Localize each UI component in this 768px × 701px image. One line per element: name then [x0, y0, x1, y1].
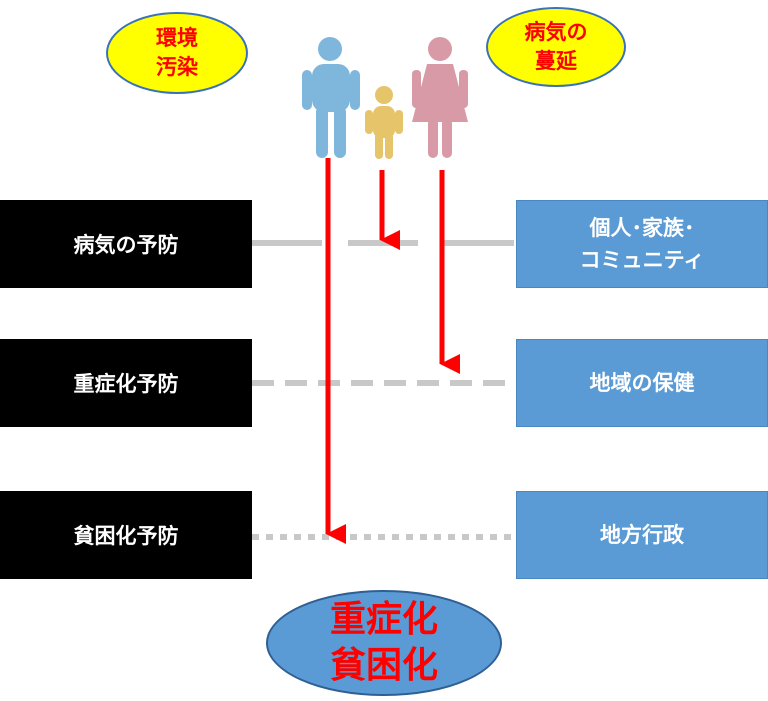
result-line-2: 貧困化	[329, 645, 438, 686]
actor-line-1: 地域の保健	[589, 371, 695, 395]
level-label: 貧困化予防	[73, 524, 179, 548]
man-icon	[302, 37, 360, 158]
actor-line-1: 個人･家族･	[589, 216, 695, 240]
severity-prevention-box: 重症化予防	[0, 339, 252, 427]
disease-prevention-box: 病気の予防	[0, 200, 252, 288]
environmental-pollution-bubble: 環境 汚染	[106, 12, 248, 94]
result-line-1: 重症化	[329, 599, 438, 640]
disease-spread-bubble: 病気の 蔓延	[486, 7, 626, 87]
bubble-line-1: 環境	[156, 26, 198, 50]
bubble-line-1: 病気の	[524, 20, 588, 44]
bubble-line-2: 蔓延	[535, 49, 577, 73]
bubble-line-2: 汚染	[156, 55, 198, 79]
local-government-box: 地方行政	[516, 491, 768, 579]
severity-poverty-result-bubble: 重症化 貧困化	[266, 590, 502, 696]
actor-line-1: 地方行政	[600, 523, 684, 547]
poverty-prevention-box: 貧困化予防	[0, 491, 252, 579]
level-label: 重症化予防	[73, 372, 179, 396]
woman-icon	[412, 37, 468, 158]
individual-family-community-box: 個人･家族･ コミュニティ	[516, 200, 768, 288]
level-label: 病気の予防	[73, 233, 179, 257]
child-icon	[365, 86, 403, 159]
regional-health-box: 地域の保健	[516, 339, 768, 427]
actor-line-2: コミュニティ	[579, 248, 705, 272]
